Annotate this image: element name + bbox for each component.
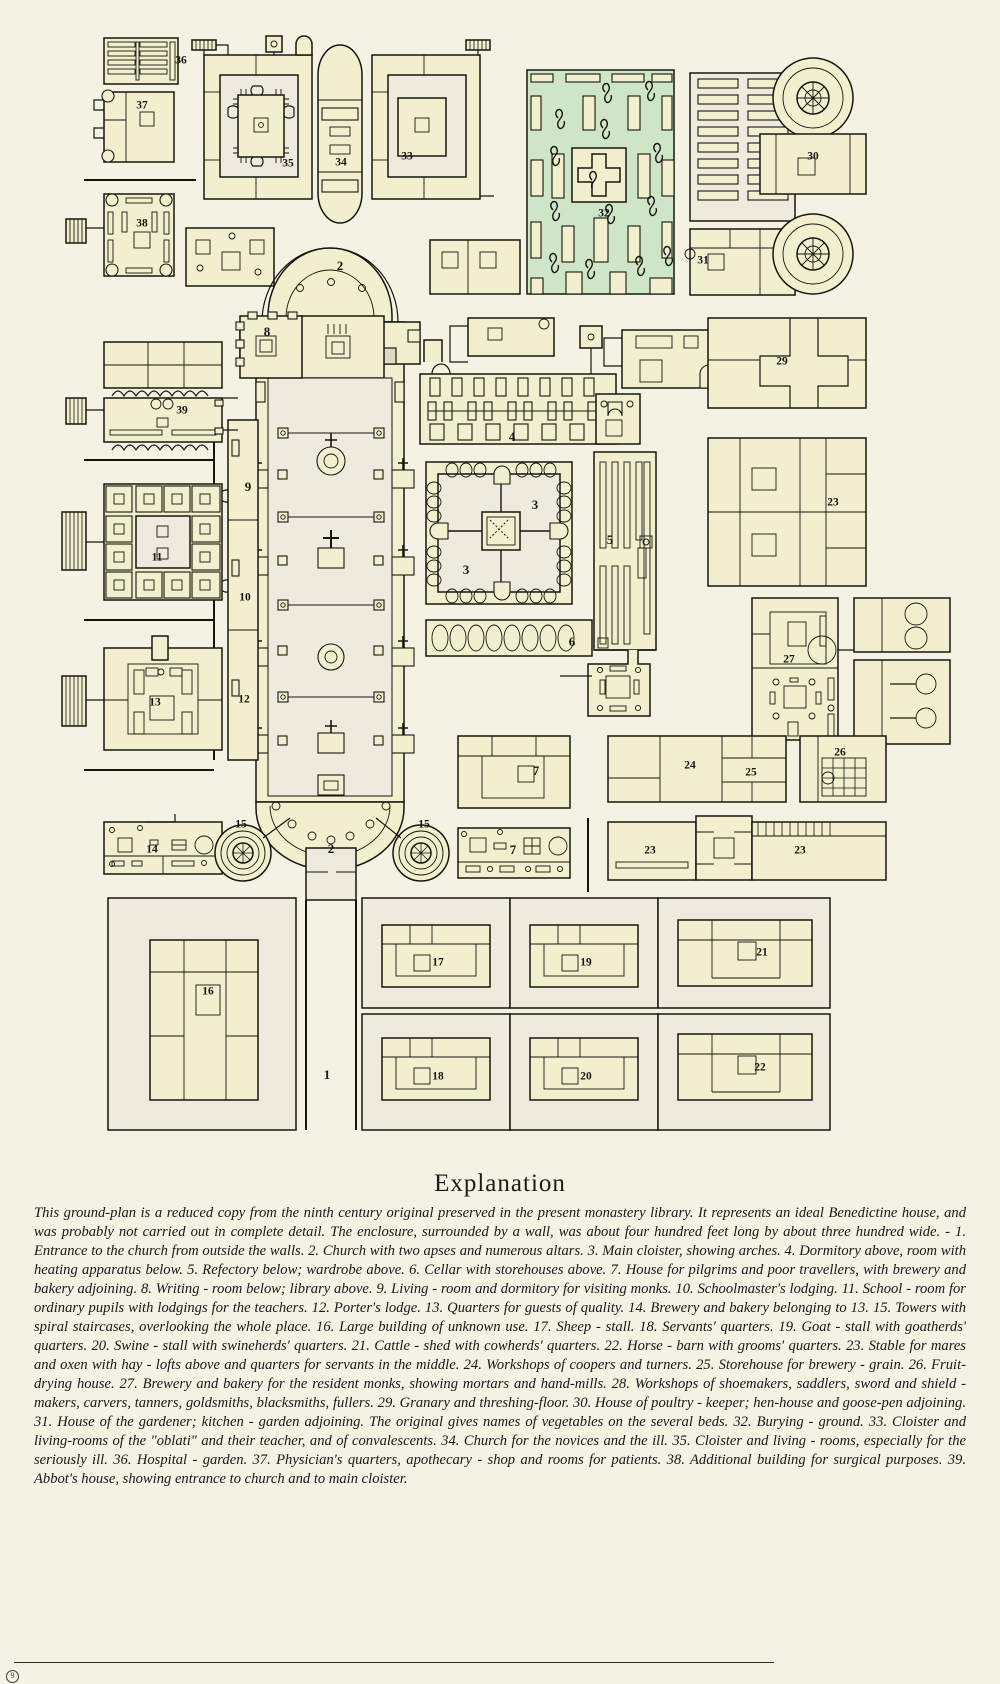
building-23-upper [707,437,867,587]
building-13 [61,635,223,751]
plan-label-22: 22 [754,1062,766,1074]
plan-label-5: 5 [607,532,614,547]
building-30 [759,133,867,195]
tower-15-left [214,817,291,882]
plan-label-24: 24 [684,760,696,772]
building-35 [203,54,313,200]
plan-label-32: 32 [598,208,610,220]
building-37 [93,89,175,163]
explanation-title: Explanation [434,1170,566,1197]
plan-label-37: 37 [136,100,148,112]
plan-label-3: 3 [463,562,470,577]
building-14 [103,814,223,875]
plan-label-2: 2 [337,258,344,273]
plan-label-12: 12 [238,694,250,706]
plan-label-18: 18 [432,1071,444,1083]
yard-17 [361,897,511,1009]
court-upper-mid [185,227,275,287]
plan-label-33: 33 [401,151,413,163]
yard-21 [657,897,831,1009]
plan-label-11: 11 [152,552,163,564]
building-39 [65,341,238,452]
building-28 [853,597,951,745]
plan-label-2: 2 [328,841,335,856]
plan-label-7: 7 [533,763,540,778]
plan-label-14: 14 [146,844,158,856]
plan-label-9: 9 [245,479,252,494]
plan-label-30: 30 [807,151,819,163]
plan-label-35: 35 [282,158,294,170]
plan-label-13: 13 [149,697,161,709]
plan-label-20: 20 [580,1071,592,1083]
plan-label-1: 1 [324,1067,331,1082]
footer-rule [14,1662,774,1663]
plan-label-23: 23 [644,845,656,857]
building-8 [235,311,303,379]
plan-label-19: 19 [580,957,592,969]
entrance-corridor-1 [305,847,357,1130]
tower-15-right [375,817,450,882]
yard-20 [509,1013,659,1131]
plan-label-15: 15 [418,819,430,831]
plan-label-26: 26 [834,747,846,759]
plan-label-15: 15 [235,819,247,831]
building-38 [65,193,175,277]
plan-label-3: 3 [532,497,539,512]
yard-18 [361,1013,511,1131]
burying-ground-32 [526,69,675,295]
monastery-ground-plan: .b { fill:#f2efcf; stroke:#16160f; strok… [61,35,951,1131]
explanation-paragraph: This ground-plan is a reduced copy from … [34,1205,966,1487]
plan-label-31: 31 [697,255,709,267]
plan-label-17: 17 [432,957,444,969]
plan-label-16: 16 [202,986,214,998]
round-tower-bottom [772,213,854,295]
building-34 [317,44,363,224]
plan-label-36: 36 [175,55,187,67]
plan-label-4: 4 [509,429,516,444]
yard-22 [657,1013,831,1131]
building-27 [751,597,872,741]
court-upper-right [429,239,521,295]
church-2 [239,247,421,871]
building-36 [103,37,179,85]
round-tower-top [772,57,854,139]
footer-mark: 9 [6,1670,22,1683]
plan-label-38: 38 [136,218,148,230]
yard-19 [509,897,659,1009]
explanation-section: Explanation This ground-plan is a reduce… [0,1170,1000,1670]
building-33 [371,39,494,200]
plan-label-23: 23 [794,845,806,857]
plan-label-27: 27 [783,654,795,666]
building-7-upper [457,735,571,809]
plan-label-8: 8 [264,324,271,339]
court-right-8 [449,317,603,374]
plan-label-21: 21 [756,947,768,959]
building-24-25 [607,735,787,803]
building-26 [799,735,887,803]
building-23-lower [607,815,887,881]
plan-label-39: 39 [176,405,188,417]
plan-label-7: 7 [510,842,517,857]
footer-circle-number: 9 [6,1670,19,1683]
cloister-3 [425,461,573,605]
building-11 [61,483,223,601]
plan-svg: .b { fill:#f2efcf; stroke:#16160f; strok… [61,35,951,1131]
plan-label-25: 25 [745,767,757,779]
building-5 [560,393,657,717]
building-6 [425,619,593,657]
building-7-lower [457,827,571,879]
plan-label-29: 29 [776,356,788,368]
plan-label-10: 10 [239,592,251,604]
building-16 [107,897,297,1131]
plan-label-34: 34 [335,157,347,169]
building-4 [419,339,617,445]
plan-label-23: 23 [827,497,839,509]
building-29 [707,317,867,409]
plan-label-6: 6 [569,634,576,649]
